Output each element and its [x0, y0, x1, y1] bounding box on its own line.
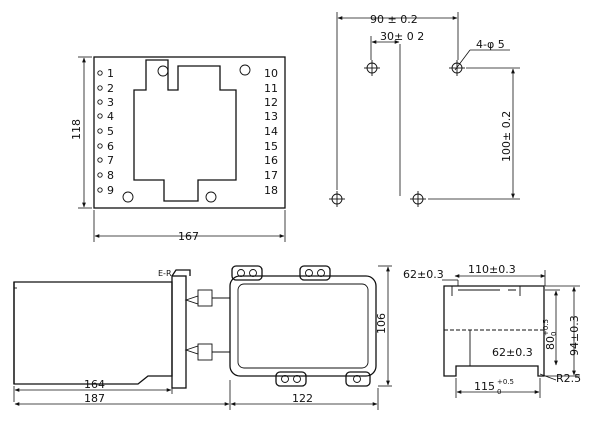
dimension-80: 80 +0.5 0 [542, 289, 560, 366]
terminal-label: 7 [107, 154, 114, 167]
dimension-62-inner: 62±0.3 [492, 346, 533, 359]
base-frame-inner [237, 283, 369, 369]
terminal-label: 11 [264, 82, 278, 95]
tolerance-lower: 0 [550, 332, 558, 336]
dimension-text: 110±0.3 [468, 263, 516, 276]
dimension-30: 30± 0 2 [371, 30, 424, 44]
base-frame-outer [229, 275, 377, 377]
relay-body [13, 281, 173, 385]
base-lug [299, 265, 331, 281]
terminal-label: 1 [107, 67, 114, 80]
base-lug [231, 265, 263, 281]
dimension-text: 62±0.3 [492, 346, 533, 359]
terminal-label: 13 [264, 110, 278, 123]
terminal-label: 6 [107, 140, 114, 153]
end-profile [443, 285, 545, 377]
dimension-text: 164 [84, 378, 105, 391]
terminal-label: 4 [107, 110, 114, 123]
dimension-94: 94±0.3 [545, 285, 581, 377]
terminal-label: 16 [264, 154, 278, 167]
dimension-110: 110±0.3 [454, 263, 546, 286]
terminal-label: 14 [264, 125, 278, 138]
front-panel-outline [93, 56, 286, 209]
hole-note: 4-φ 5 [476, 38, 505, 51]
dimension-115: 115 +0.5 0 [455, 378, 541, 398]
front-mounting-hole [239, 64, 251, 76]
dimension-122: 122 [230, 388, 379, 410]
dimension-text: R2.5 [556, 372, 581, 385]
dimension-187: 187 [14, 380, 231, 410]
base-lug [345, 371, 371, 387]
terminal-label: 12 [264, 96, 278, 109]
dimension-height-118: 118 [70, 56, 92, 209]
terminal-column-left: 1 2 3 4 5 6 7 8 9 [97, 67, 114, 197]
mounting-hole-pattern: 90 ± 0.2 30± 0 2 4-φ 5 100± 0.2 [329, 12, 520, 207]
dimension-text: 122 [292, 392, 313, 405]
front-mounting-hole [205, 191, 217, 203]
front-view: 1 2 3 4 5 6 7 8 9 10 11 12 13 14 15 16 1… [70, 56, 286, 243]
dimension-text: 167 [178, 230, 199, 243]
tolerance-upper: +0.5 [542, 319, 550, 336]
dimension-text: 187 [84, 392, 105, 405]
dimension-text: 94±0.3 [568, 315, 581, 356]
end-view: 62±0.3 110±0.3 62±0.3 80 +0.5 0 94±0.3 [403, 263, 581, 398]
dimension-text: 90 ± 0.2 [370, 13, 418, 26]
terminal-label: 3 [107, 96, 114, 109]
dimension-164: 164 [13, 378, 173, 402]
dimension-90: 90 ± 0.2 [337, 13, 458, 26]
terminal-label: 15 [264, 140, 278, 153]
terminal-label: 9 [107, 184, 114, 197]
front-mounting-hole [122, 191, 134, 203]
terminal-label: 2 [107, 82, 114, 95]
tolerance-lower: 0 [497, 388, 501, 396]
dimension-text: 115 [474, 380, 495, 393]
small-label: E-R [158, 269, 172, 278]
side-view: E-R 106 [13, 265, 392, 410]
dimension-100: 100± 0.2 [500, 68, 515, 199]
terminal-label: 5 [107, 125, 114, 138]
terminal-label: 10 [264, 67, 278, 80]
dimension-106: 106 [375, 265, 392, 387]
mounting-plate [171, 275, 187, 389]
dimension-width-167: 167 [93, 210, 286, 243]
dimension-text: 30± 0 2 [380, 30, 424, 43]
radius-callout: R2.5 [539, 372, 581, 385]
terminal-label: 17 [264, 169, 278, 182]
dimension-text: 118 [70, 119, 83, 140]
dimension-text: 80 [544, 336, 557, 350]
tolerance-upper: +0.5 [497, 378, 514, 386]
front-mounting-hole [157, 65, 169, 77]
base-lug [275, 371, 307, 387]
terminal-column-right: 10 11 12 13 14 15 16 17 18 [264, 67, 278, 197]
terminal-label: 8 [107, 169, 114, 182]
dimension-text: 62±0.3 [403, 268, 444, 281]
terminal-label: 18 [264, 184, 278, 197]
dimension-62-top: 62±0.3 [403, 268, 459, 286]
front-window-cutout [133, 59, 237, 202]
dimension-text: 106 [375, 313, 388, 334]
hole-callout: 4-φ 5 [454, 38, 510, 71]
dimension-text: 100± 0.2 [500, 111, 513, 162]
